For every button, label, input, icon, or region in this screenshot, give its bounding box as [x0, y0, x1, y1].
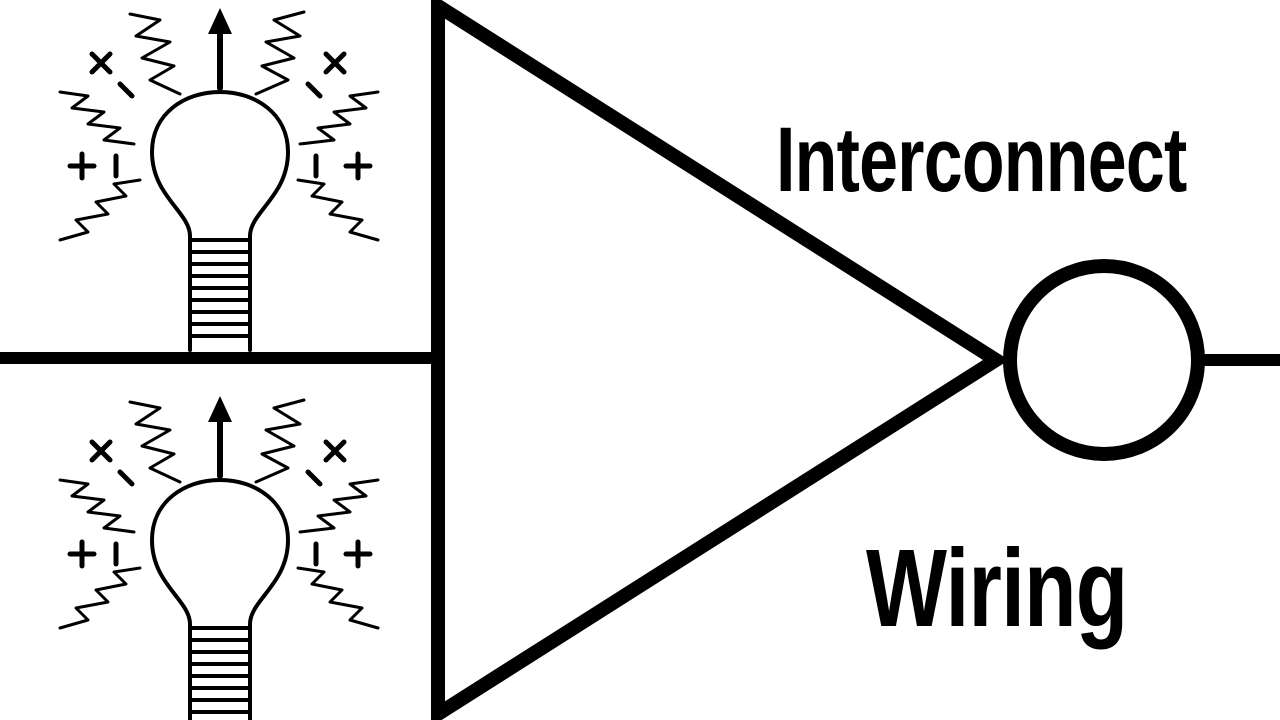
lightbulb-icon	[60, 8, 378, 350]
lightbulb-icon	[60, 396, 378, 720]
label-wiring: Wiring	[866, 527, 1128, 650]
label-interconnect: Interconnect	[776, 109, 1187, 211]
inverter-bubble	[1003, 259, 1205, 461]
inverter-triangle	[431, 0, 1010, 720]
